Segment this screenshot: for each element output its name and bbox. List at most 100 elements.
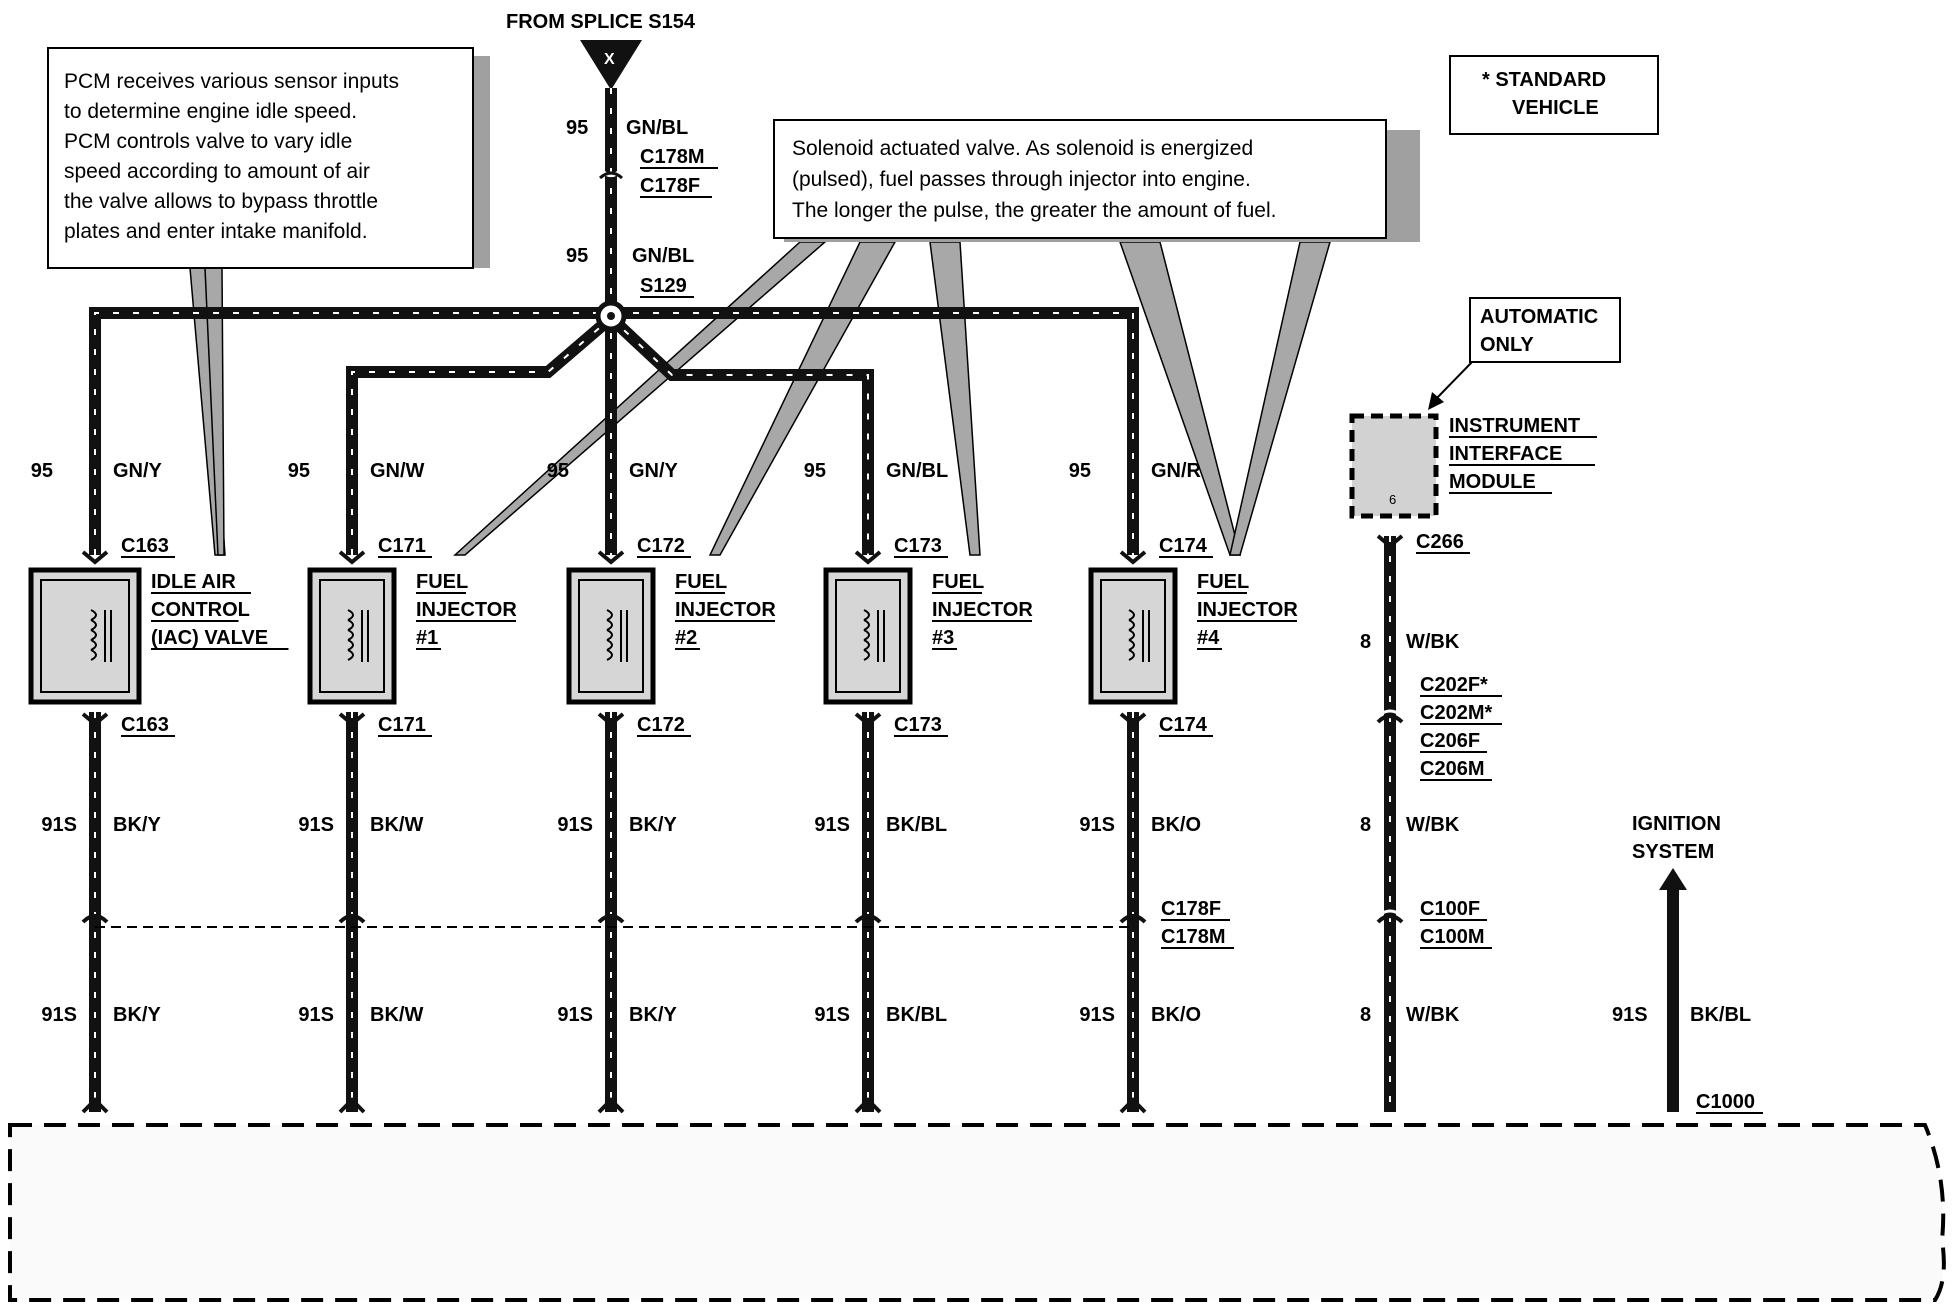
connector-label: C174	[1159, 714, 1208, 736]
wire-color-label: GN/Y	[629, 460, 679, 482]
connector-mark	[1119, 1097, 1147, 1114]
splice-source-label: FROM SPLICE S154	[506, 11, 696, 33]
connector-mark	[854, 550, 882, 565]
component-body	[823, 567, 913, 705]
ignition-label: IGNITION	[1632, 813, 1721, 835]
wire-color-label: BK/O	[1151, 1004, 1201, 1026]
main-feed-wire	[598, 88, 624, 310]
connector-mark	[597, 550, 625, 565]
connector-label: C173	[894, 714, 942, 736]
component-inner	[578, 579, 644, 693]
coil-icon	[90, 609, 97, 661]
component-name: FUEL	[932, 571, 984, 593]
connector-label: C100F	[1420, 898, 1480, 920]
connector-mark	[338, 712, 366, 727]
connector-label: C174	[1159, 535, 1208, 557]
circuit-label: 95	[547, 460, 569, 482]
component-name: #1	[416, 627, 438, 649]
component-body	[566, 567, 656, 705]
connector-mark	[81, 550, 109, 565]
component-body	[28, 567, 142, 705]
connector-mark	[597, 914, 625, 924]
connector-mark	[338, 550, 366, 565]
wire-color-label: BK/Y	[113, 1004, 161, 1026]
solenoid-note-box: Solenoid actuated valve. As solenoid is …	[773, 119, 1420, 242]
component-name: #3	[932, 627, 954, 649]
circuit-label: 95	[31, 460, 53, 482]
iim-circuit: 8	[1360, 631, 1371, 653]
connector-label: C171	[378, 535, 426, 557]
feed-circuit-label: 95	[566, 117, 588, 139]
component-name: IDLE AIR	[151, 571, 236, 593]
automatic-note-line: ONLY	[1480, 334, 1534, 356]
circuit-label: 91S	[298, 814, 334, 836]
connector-mark	[338, 1097, 366, 1114]
circuit-label: 91S	[41, 1004, 77, 1026]
pcm-note-line: speed according to amount of air	[64, 160, 370, 183]
connector-label: C206M	[1420, 758, 1484, 780]
circuit-label: 91S	[557, 814, 593, 836]
pcm-note-box: PCM receives various sensor inputs to de…	[47, 47, 490, 269]
connector-mark	[1119, 914, 1147, 924]
connector-label: C178M	[1161, 926, 1225, 948]
wire-color-label: BK/O	[1151, 814, 1201, 836]
component-name: FUEL	[416, 571, 468, 593]
wire-color-label: GN/BL	[886, 460, 948, 482]
connector-mark	[597, 712, 625, 727]
splice-mark: X	[604, 51, 615, 68]
circuit-label: 91S	[557, 1004, 593, 1026]
component-inner	[835, 579, 901, 693]
arrow-up-icon	[1659, 868, 1687, 890]
pcm-note-line: plates and enter intake manifold.	[64, 220, 368, 243]
connector-label: C178M	[640, 146, 704, 168]
wire-color-label: BK/Y	[629, 1004, 677, 1026]
wire-color-label: BK/Y	[113, 814, 161, 836]
pcm-note-line: PCM controls valve to vary idle	[64, 130, 352, 153]
iim-color: W/BK	[1406, 631, 1460, 653]
component-name: #4	[1197, 627, 1220, 649]
callout-pointers	[189, 241, 1331, 556]
component-name: INJECTOR	[1197, 599, 1298, 621]
feed-color-label: GN/BL	[632, 245, 694, 267]
component-inner	[40, 579, 130, 693]
feed-color-label: GN/BL	[626, 117, 688, 139]
connector-label: C173	[894, 535, 942, 557]
circuit-label: 91S	[814, 814, 850, 836]
circuit-label: 91S	[1079, 1004, 1115, 1026]
connector-label: C100M	[1420, 926, 1484, 948]
connector-label: C266	[1416, 531, 1464, 553]
solenoid-note-line: Solenoid actuated valve. As solenoid is …	[792, 137, 1253, 160]
connector-label: C178F	[640, 175, 700, 197]
connector-label: C172	[637, 714, 685, 736]
component-name: FUEL	[1197, 571, 1249, 593]
component-name: FUEL	[675, 571, 727, 593]
connector-mark	[1119, 712, 1147, 727]
pcm-note-line: PCM receives various sensor inputs	[64, 70, 399, 93]
pcm-note-line: to determine engine idle speed.	[64, 100, 357, 123]
iim-circuit: 8	[1360, 1004, 1371, 1026]
feed-circuit-label: 95	[566, 245, 588, 267]
pcm-note-line: the valve allows to bypass throttle	[64, 190, 378, 213]
wire-color-label: BK/Y	[629, 814, 677, 836]
automatic-only-box: AUTOMATIC ONLY	[1428, 297, 1621, 410]
iim-wire	[1376, 534, 1404, 1112]
coil-icon	[1128, 609, 1135, 661]
connector-mark	[854, 914, 882, 924]
iim-pin: 6	[1389, 492, 1396, 507]
connector-label: C1000	[1696, 1091, 1755, 1113]
automatic-note-line: AUTOMATIC	[1480, 306, 1598, 328]
splice-triangle-icon	[580, 40, 642, 90]
connector-mark	[81, 1097, 109, 1114]
ignition-color: BK/BL	[1690, 1004, 1751, 1026]
circuit-label: 91S	[814, 1004, 850, 1026]
iim-color: W/BK	[1406, 1004, 1460, 1026]
standard-note-line: VEHICLE	[1512, 97, 1599, 119]
standard-note-line: * STANDARD	[1482, 69, 1606, 91]
connector-mark	[1119, 550, 1147, 565]
arrowhead-icon	[1428, 392, 1444, 410]
ignition-circuit: 91S	[1612, 1004, 1648, 1026]
solenoid-note-line: The longer the pulse, the greater the am…	[792, 199, 1276, 222]
connector-mark	[81, 914, 109, 924]
connector-label: C163	[121, 714, 169, 736]
